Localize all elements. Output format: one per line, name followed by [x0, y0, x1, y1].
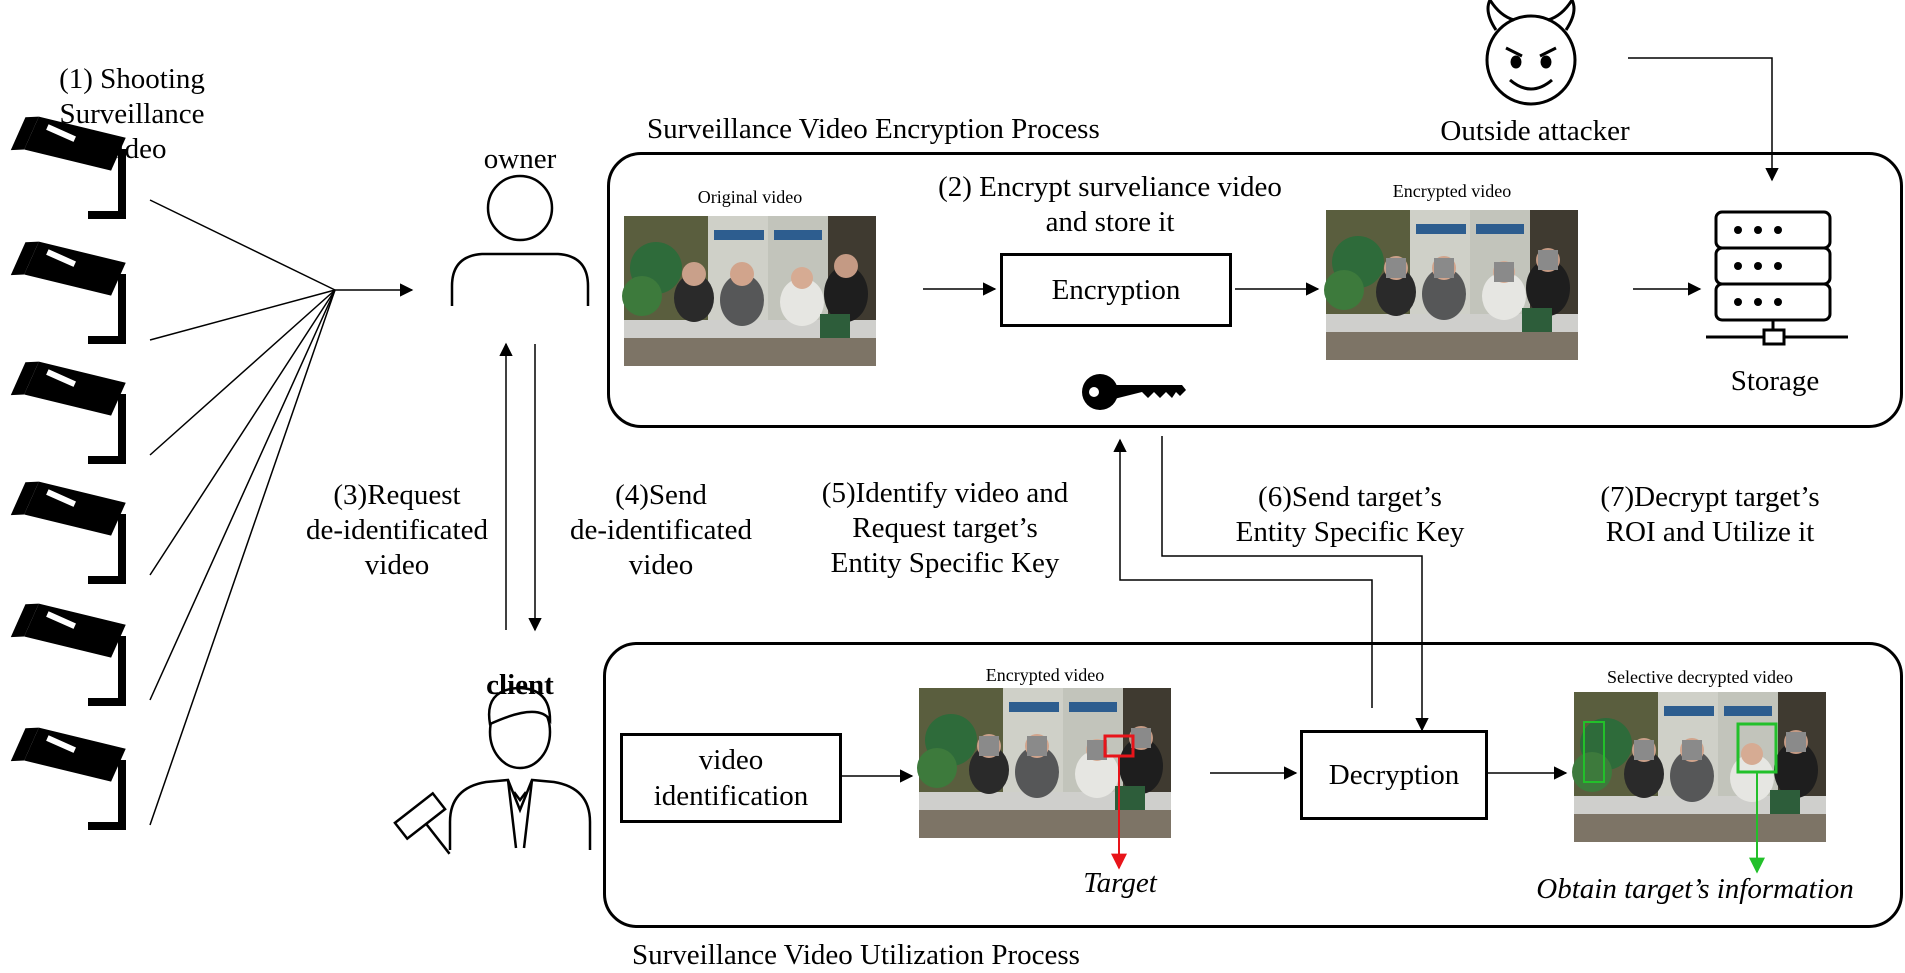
- client-label: client: [486, 669, 554, 701]
- surveillance-camera-icon: [10, 342, 126, 464]
- person-outline-icon: [450, 174, 590, 308]
- surveillance-camera-icon: [10, 708, 126, 830]
- surveillance-camera-icon: [10, 584, 126, 706]
- surveillance-camera-icon: [10, 222, 126, 344]
- video-frame-thumbnail: [1572, 692, 1826, 842]
- video-frame-thumbnail: [622, 216, 876, 366]
- decryption-box: Decryption: [1300, 730, 1488, 820]
- encryption-process-region: [607, 152, 1903, 428]
- utilization-process-title: Surveillance Video Utilization Process: [632, 939, 1080, 971]
- step6-label: (6)Send target’s Entity Specific Key: [1235, 481, 1465, 548]
- video-identification-box: video identification: [620, 733, 842, 823]
- shooting-label: (1) Shooting Surveillance Video: [59, 63, 205, 165]
- judge-with-gavel-icon: [393, 686, 592, 855]
- video-frame-thumbnail: [1324, 210, 1578, 360]
- outside-attacker-label: Outside attacker: [1440, 115, 1630, 147]
- camera-links: [149, 199, 336, 826]
- selective-decrypted-label: Selective decrypted video: [1607, 667, 1793, 687]
- original-video-label: Original video: [697, 187, 803, 207]
- owner-label: owner: [483, 143, 557, 175]
- encrypted-video-bottom-label: Encrypted video: [985, 665, 1105, 685]
- attacker-arrow: [1628, 57, 1779, 182]
- step4-label: (4)Send de-identificated video: [570, 479, 752, 581]
- obtain-label: Obtain target’s information: [1536, 873, 1854, 905]
- server-storage-icon: [1706, 210, 1848, 346]
- devil-face-icon: [1485, 0, 1577, 106]
- encryption-box: Encryption: [1000, 253, 1232, 327]
- surveillance-camera-icon: [10, 462, 126, 584]
- target-label: Target: [1083, 867, 1157, 899]
- encryption-process-title: Surveillance Video Encryption Process: [647, 113, 1100, 145]
- encrypted-video-top-label: Encrypted video: [1392, 181, 1512, 201]
- step2-label: (2) Encrypt surveliance video and store …: [938, 171, 1282, 238]
- send-key-arrow: [1161, 436, 1429, 732]
- step5-label: (5)Identify video and Request target’s E…: [821, 477, 1069, 579]
- storage-label: Storage: [1730, 365, 1820, 397]
- video-frame-thumbnail: [917, 688, 1171, 838]
- utilization-process-region: [603, 642, 1903, 928]
- key-icon: [1082, 374, 1186, 410]
- request-key-arrow: [1113, 438, 1373, 708]
- step3-label: (3)Request de-identificated video: [306, 479, 488, 581]
- step7-label: (7)Decrypt target’s ROI and Utilize it: [1600, 481, 1820, 548]
